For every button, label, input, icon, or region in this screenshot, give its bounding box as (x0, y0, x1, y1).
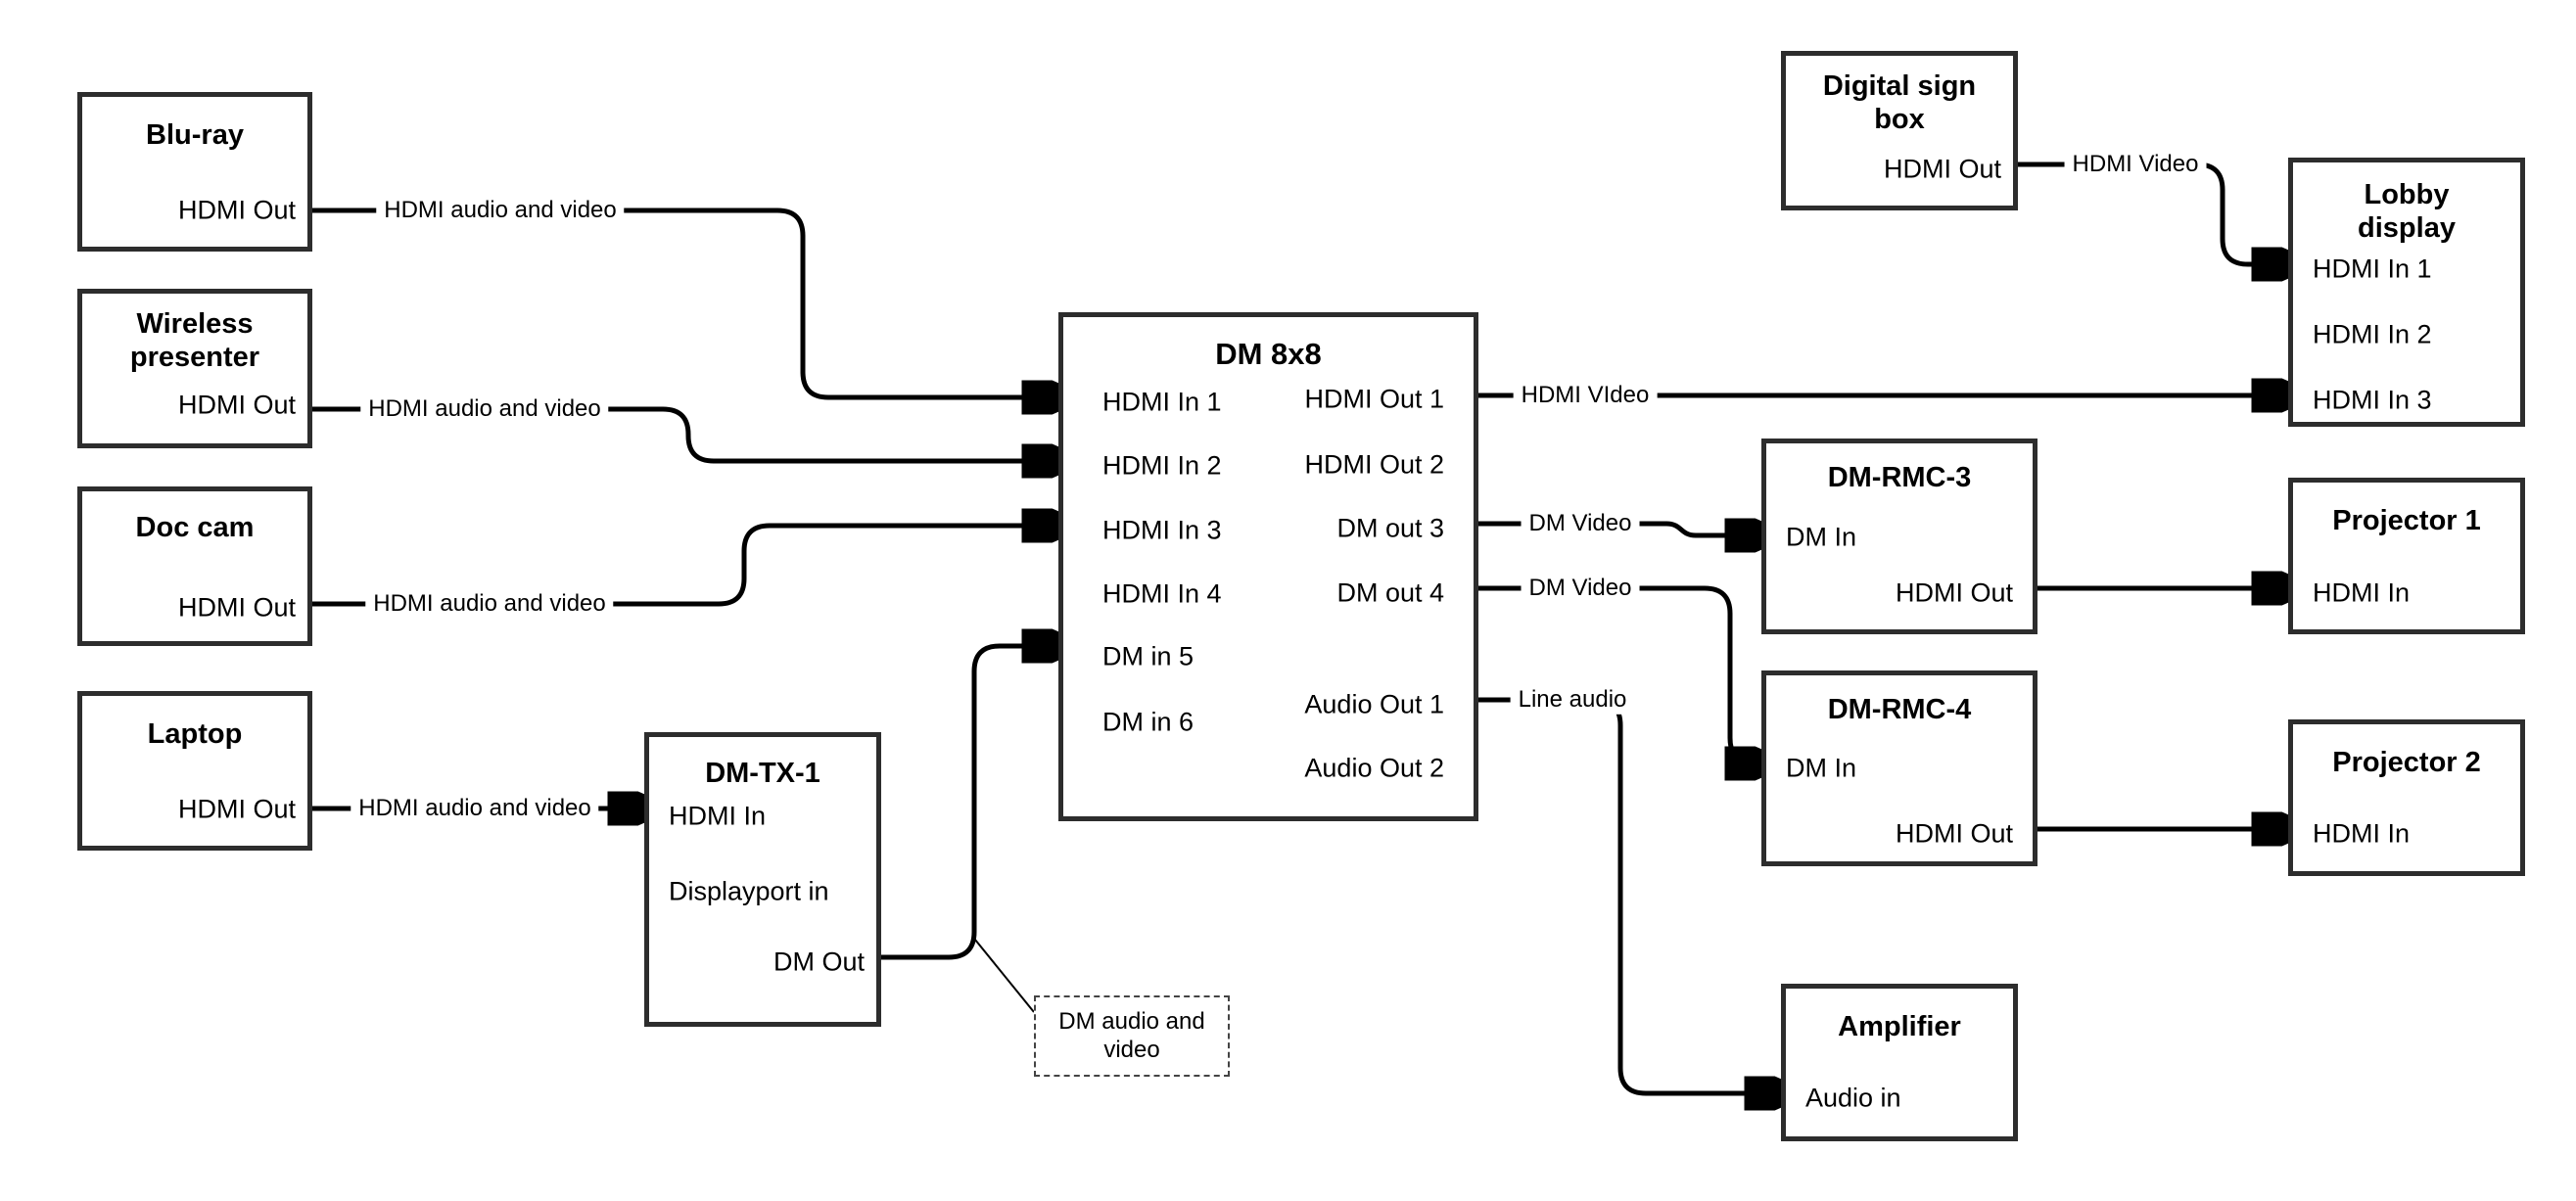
node-projector-1: Projector 1 HDMI In (2288, 478, 2525, 634)
node-dm-rmc-4-title: DM-RMC-4 (1827, 694, 1972, 725)
wire-label-digisign: HDMI Video (2064, 149, 2207, 180)
wire-label-laptop: HDMI audio and video (351, 793, 599, 824)
wire-dm8x8-dm-out-3-to-dmrmc3-dm-in (1478, 524, 1756, 535)
node-projector-1-title: Projector 1 (2332, 505, 2481, 536)
port-wireless-hdmi-out: HDMI Out (177, 390, 296, 420)
port-dm8x8-hdmi-in-1: HDMI In 1 (1102, 387, 1222, 417)
wire-label-wireless: HDMI audio and video (360, 393, 609, 425)
wire-dm8x8-audio-out-1-to-amplifier-audio-in (1478, 697, 1776, 1093)
port-lobby-hdmi-in-2: HDMI In 2 (2313, 319, 2432, 349)
port-dm8x8-dm-out-4: DM out 4 (1336, 577, 1444, 608)
port-bluray-hdmi-out: HDMI Out (177, 195, 296, 225)
annotation-dm-audio-and-video-text: DM audio and video (1058, 1007, 1205, 1063)
port-dm8x8-hdmi-in-2: HDMI In 2 (1102, 450, 1222, 481)
wire-label-hdmi-out-1: HDMI VIdeo (1513, 380, 1658, 411)
node-dm-8x8-title: DM 8x8 (1215, 337, 1322, 371)
node-dm-rmc-3: DM-RMC-3 DM In HDMI Out (1761, 439, 2037, 634)
port-dm8x8-hdmi-out-2: HDMI Out 2 (1304, 449, 1444, 480)
wire-label-dm-out-3: DM Video (1521, 508, 1640, 539)
annotation-dm-audio-and-video: DM audio and video (1034, 995, 1230, 1077)
node-amplifier-title: Amplifier (1838, 1011, 1961, 1042)
port-lobby-hdmi-in-1: HDMI In 1 (2313, 254, 2432, 284)
wire-dm8x8-dm-out-4-to-dmrmc4-dm-in (1478, 585, 1756, 763)
node-digital-sign-box-title: Digital sign box (1822, 70, 1977, 136)
port-proj1-hdmi-in: HDMI In (2313, 577, 2411, 608)
port-dm8x8-audio-out-2: Audio Out 2 (1304, 753, 1444, 783)
wire-label-bluray: HDMI audio and video (376, 195, 625, 226)
wire-dmtx1-dm-out-to-dm8x8-dm-in-5 (881, 646, 1054, 960)
port-doccam-hdmi-out: HDMI Out (177, 592, 296, 623)
node-digital-sign-box: Digital sign box HDMI Out (1781, 51, 2018, 210)
node-dm-8x8: DM 8x8 HDMI In 1 HDMI In 2 HDMI In 3 HDM… (1058, 312, 1478, 821)
node-dm-tx-1-title: DM-TX-1 (705, 758, 820, 789)
port-dmrmc3-dm-in: DM In (1786, 522, 1857, 552)
port-dm8x8-hdmi-in-4: HDMI In 4 (1102, 578, 1222, 609)
port-dm8x8-dm-in-5: DM in 5 (1102, 641, 1194, 671)
port-amplifier-audio-in: Audio in (1805, 1083, 1901, 1113)
port-dmtx1-hdmi-in: HDMI In (669, 801, 767, 831)
port-dmrmc4-dm-in: DM In (1786, 753, 1857, 783)
wire-digisign-to-lobby-hdmi-in-1 (2018, 162, 2283, 264)
port-dm8x8-hdmi-in-3: HDMI In 3 (1102, 515, 1222, 545)
node-laptop: Laptop HDMI Out (77, 691, 312, 851)
wire-label-dm-out-4: DM Video (1521, 573, 1640, 604)
port-dmtx1-displayport-in: Displayport in (669, 876, 829, 906)
port-dmtx1-dm-out: DM Out (773, 947, 865, 977)
port-dmrmc4-hdmi-out: HDMI Out (1895, 818, 2013, 849)
port-dm8x8-dm-in-6: DM in 6 (1102, 707, 1194, 737)
node-dm-rmc-4: DM-RMC-4 DM In HDMI Out (1761, 670, 2037, 866)
node-wireless-presenter-title: Wireless presenter (129, 308, 260, 374)
wire-wireless-to-dm8x8-hdmi-in-2 (312, 406, 1054, 461)
node-laptop-title: Laptop (147, 718, 243, 750)
node-wireless-presenter: Wireless presenter HDMI Out (77, 289, 312, 448)
node-dm-rmc-3-title: DM-RMC-3 (1827, 462, 1972, 493)
node-doc-cam-title: Doc cam (135, 512, 255, 543)
wire-label-doccam: HDMI audio and video (365, 588, 614, 620)
node-bluray-title: Blu-ray (146, 119, 244, 151)
node-doc-cam: Doc cam HDMI Out (77, 486, 312, 646)
node-projector-2-title: Projector 2 (2332, 747, 2481, 778)
port-proj2-hdmi-in: HDMI In (2313, 818, 2411, 849)
wire-doccam-to-dm8x8-hdmi-in-3 (312, 526, 1054, 607)
wire-label-audio-out-1: Line audio (1510, 684, 1635, 716)
node-bluray: Blu-ray HDMI Out (77, 92, 312, 252)
port-dmrmc3-hdmi-out: HDMI Out (1895, 577, 2013, 608)
wire-bluray-to-dm8x8-hdmi-in-1 (312, 208, 1054, 397)
node-amplifier: Amplifier Audio in (1781, 984, 2018, 1141)
port-laptop-hdmi-out: HDMI Out (177, 794, 296, 824)
port-dm8x8-hdmi-out-1: HDMI Out 1 (1304, 384, 1444, 414)
node-dm-tx-1: DM-TX-1 HDMI In Displayport in DM Out (644, 732, 881, 1027)
node-lobby-display: Lobby display HDMI In 1 HDMI In 2 HDMI I… (2288, 158, 2525, 427)
node-projector-2: Projector 2 HDMI In (2288, 719, 2525, 876)
node-lobby-display-title: Lobby display (2358, 179, 2456, 245)
port-lobby-hdmi-in-3: HDMI In 3 (2313, 385, 2432, 415)
port-dm8x8-audio-out-1: Audio Out 1 (1304, 689, 1444, 719)
annotation-leader-line (974, 939, 1035, 1013)
port-dm8x8-dm-out-3: DM out 3 (1336, 513, 1444, 543)
port-digisign-hdmi-out: HDMI Out (1883, 154, 2001, 184)
